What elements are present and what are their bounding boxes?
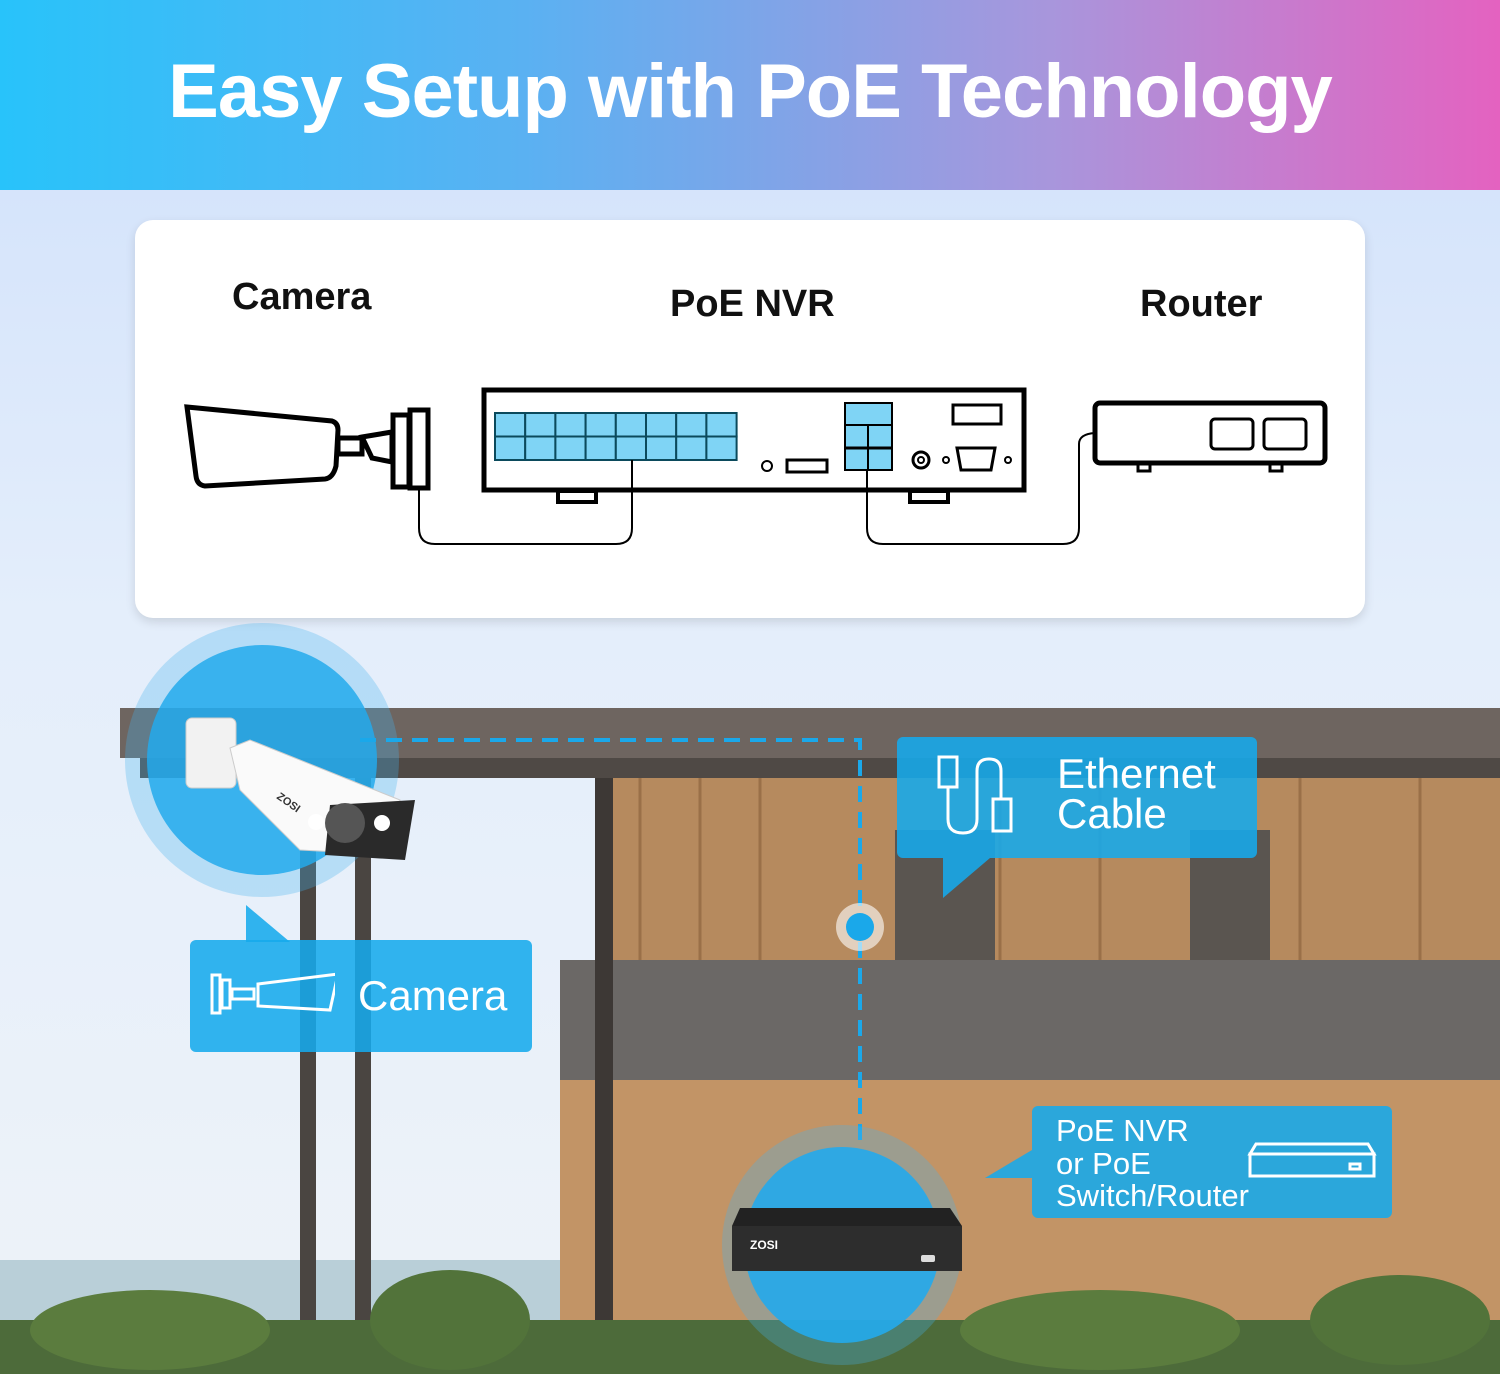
poe-port bbox=[705, 435, 738, 461]
nvr-callout-line1: PoE NVR bbox=[1056, 1113, 1189, 1148]
ethernet-callout-line1: Ethernet bbox=[1057, 750, 1216, 797]
camera-lineart-icon bbox=[184, 404, 431, 491]
camera-product-image: ZOSI bbox=[185, 717, 415, 860]
nvr-callout-line2: or PoE bbox=[1056, 1146, 1151, 1181]
nvr-callout-line3: Switch/Router bbox=[1056, 1178, 1249, 1213]
dashed-connection bbox=[360, 738, 862, 1150]
ethernet-cable-lines bbox=[418, 432, 1096, 545]
nvr-callout: PoE NVR or PoE Switch/Router bbox=[1032, 1106, 1392, 1218]
camera-callout: Camera bbox=[190, 940, 532, 1052]
diagram-label-camera: Camera bbox=[232, 276, 372, 318]
camera-callout-label: Camera bbox=[358, 972, 508, 1019]
nvr-outline-icon bbox=[1247, 1142, 1377, 1178]
nvr-lineart-icon bbox=[481, 387, 1027, 504]
svg-text:ZOSI: ZOSI bbox=[750, 1238, 778, 1252]
connection-dot bbox=[846, 913, 874, 941]
ethernet-cable-icon bbox=[937, 755, 1013, 835]
diagram-label-nvr: PoE NVR bbox=[670, 283, 835, 325]
nvr-product-image: ZOSI bbox=[732, 1208, 962, 1271]
title-banner: Easy Setup with PoE Technology bbox=[0, 0, 1500, 190]
diagram-label-router: Router bbox=[1140, 283, 1263, 325]
page-title: Easy Setup with PoE Technology bbox=[168, 49, 1333, 134]
ethernet-callout: Ethernet Cable bbox=[897, 737, 1257, 858]
balcony bbox=[560, 960, 1500, 1080]
ethernet-callout-line2: Cable bbox=[1057, 790, 1167, 837]
camera-outline-icon bbox=[210, 972, 335, 1015]
diagram-card bbox=[135, 220, 1365, 618]
